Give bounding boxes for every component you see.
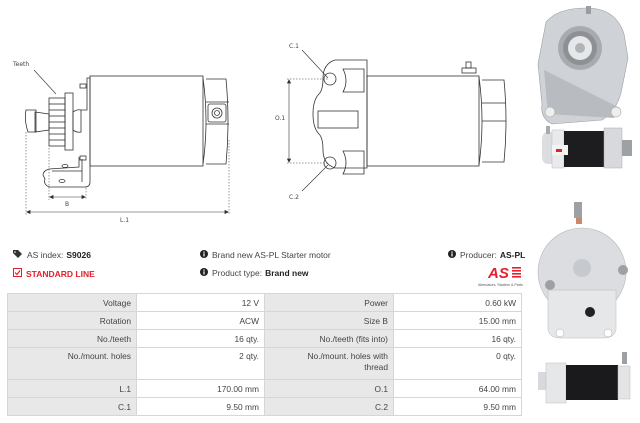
standard-line: STANDARD LINE [13, 268, 95, 279]
specs-table: Voltage 12 V Power 0.60 kW Rotation ACW … [7, 293, 523, 416]
spec-value: 2 qty. [136, 347, 265, 380]
as-index: AS index: S9026 [13, 250, 91, 260]
producer-value: AS-PL [499, 250, 526, 260]
table-row: C.1 9.50 mm C.2 9.50 mm [7, 397, 523, 416]
spec-label: No./teeth [7, 329, 137, 348]
spec-value: 0 qty. [392, 347, 523, 380]
side-view-drawing: Teeth [12, 61, 230, 224]
product-type-label: Product type: [212, 268, 263, 278]
description-text: Brand new AS-PL Starter motor [212, 250, 331, 260]
logo-tagline: Alternators, Starters & Parts [478, 283, 523, 287]
spec-label: C.1 [7, 397, 137, 416]
table-row: No./mount. holes 2 qty. No./mount. holes… [7, 347, 523, 380]
table-row: Rotation ACW Size B 15.00 mm [7, 311, 523, 330]
product-type: Product type: Brand new [200, 268, 309, 278]
spec-value: 16 qty. [136, 329, 265, 348]
standard-line-label: STANDARD LINE [26, 268, 95, 279]
spec-value: ACW [136, 311, 265, 330]
tag-icon [13, 250, 23, 260]
front-view-drawing: C.1 C.2 O.1 [275, 43, 507, 201]
producer: Producer: AS-PL [448, 250, 525, 260]
photo-rear-end[interactable] [537, 202, 628, 339]
spec-label: No./mount. holes [7, 347, 137, 380]
as-index-label: AS index: [27, 250, 64, 260]
table-row: Voltage 12 V Power 0.60 kW [7, 293, 523, 312]
c2-label: C.2 [289, 194, 299, 201]
o1-label: O.1 [275, 115, 285, 122]
spec-value: 16 qty. [392, 329, 523, 348]
spec-value: 15.00 mm [392, 311, 523, 330]
as-pl-logo: AS Alternators, Starters & Parts [476, 262, 526, 288]
product-photos [530, 0, 640, 423]
spec-label: Rotation [7, 311, 137, 330]
product-type-value: Brand new [265, 268, 309, 278]
spec-value: 9.50 mm [392, 397, 523, 416]
dim-b-label: B [65, 201, 69, 208]
dim-l1-label: L.1 [120, 217, 129, 224]
info-icon [200, 250, 208, 260]
spec-label: No./mount. holes with thread [263, 347, 394, 380]
spec-value: 12 V [136, 293, 265, 312]
photo-gear-end[interactable] [537, 6, 629, 125]
spec-value: 170.00 mm [136, 379, 265, 398]
info-icon [448, 250, 456, 260]
photo-side-view-1[interactable] [542, 126, 632, 169]
spec-label: Power [263, 293, 394, 312]
teeth-label: Teeth [12, 61, 29, 68]
table-row: No./teeth 16 qty. No./teeth (fits into) … [7, 329, 523, 348]
technical-drawing: Teeth [0, 0, 530, 235]
spec-label: O.1 [263, 379, 394, 398]
logo-text: AS [487, 265, 509, 282]
spec-label: Size B [263, 311, 394, 330]
spec-label: Voltage [7, 293, 137, 312]
spec-label: L.1 [7, 379, 137, 398]
producer-label: Producer: [460, 250, 497, 260]
spec-value: 9.50 mm [136, 397, 265, 416]
table-row: L.1 170.00 mm O.1 64.00 mm [7, 379, 523, 398]
spec-value: 64.00 mm [392, 379, 523, 398]
photo-side-view-2[interactable] [538, 352, 631, 404]
description: Brand new AS-PL Starter motor [200, 250, 331, 260]
checkbox-checked-icon [13, 268, 22, 279]
spec-value: 0.60 kW [392, 293, 523, 312]
info-icon [200, 268, 208, 278]
spec-label: No./teeth (fits into) [263, 329, 394, 348]
c1-label: C.1 [289, 43, 299, 50]
as-index-value: S9026 [66, 250, 91, 260]
spec-label: C.2 [263, 397, 394, 416]
